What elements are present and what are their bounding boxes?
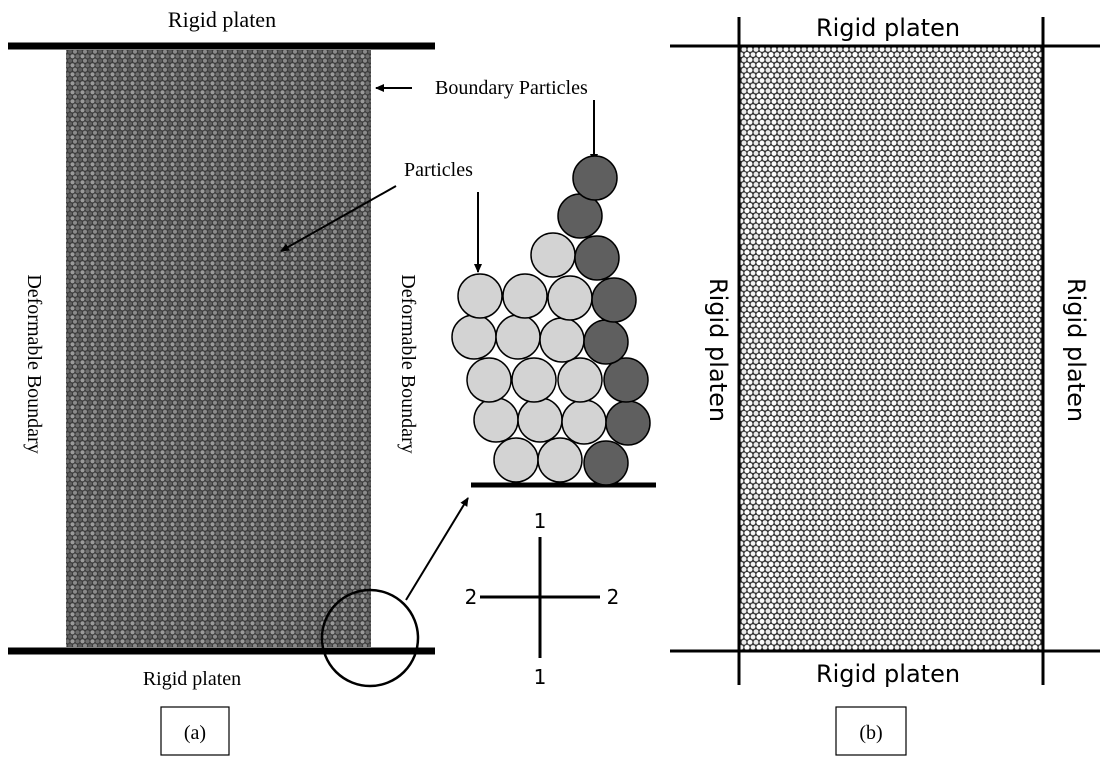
panel-a: Rigid platen Rigid platen Deformable Bou… bbox=[8, 7, 656, 756]
axis-label-right: 2 bbox=[607, 585, 620, 609]
caption-box-a bbox=[160, 706, 230, 756]
b-left-label: Rigid platen bbox=[704, 278, 732, 422]
interior-particle bbox=[561, 399, 607, 445]
interior-particle bbox=[473, 397, 519, 443]
axis-cross: 1 1 2 2 bbox=[465, 509, 620, 689]
interior-particle bbox=[530, 232, 576, 278]
left-boundary-label: Deformable Boundary bbox=[23, 274, 45, 453]
interior-particle bbox=[537, 437, 583, 483]
top-platen-label: Rigid platen bbox=[168, 7, 276, 32]
interior-particle bbox=[451, 314, 497, 360]
particle-circles bbox=[451, 155, 651, 486]
interior-particle bbox=[495, 314, 541, 360]
boundary-particle bbox=[583, 319, 629, 365]
interior-particle bbox=[517, 397, 563, 443]
axis-label-left: 2 bbox=[465, 585, 478, 609]
b-bottom-label: Rigid platen bbox=[816, 660, 960, 688]
interior-particle bbox=[502, 273, 548, 319]
b-top-label-bg bbox=[800, 12, 980, 40]
interior-particle bbox=[539, 317, 585, 363]
boundary-particle bbox=[583, 440, 629, 486]
caption-b: (b) bbox=[859, 722, 882, 744]
interior-particle bbox=[547, 275, 593, 321]
boundary-particle bbox=[591, 277, 637, 323]
right-boundary-label: Deformable Boundary bbox=[397, 274, 419, 453]
boundary-particle bbox=[605, 400, 651, 446]
panel-b: Rigid platen Rigid platen Rigid platen R… bbox=[670, 12, 1100, 756]
zoom-circle bbox=[320, 588, 420, 688]
boundary-particle bbox=[572, 155, 618, 201]
particles-label: Particles bbox=[404, 159, 473, 181]
boundary-particles-label: Boundary Particles bbox=[435, 77, 588, 99]
axis-label-bottom: 1 bbox=[534, 665, 547, 689]
dense-specimen bbox=[66, 50, 371, 647]
axis-label-top: 1 bbox=[534, 509, 547, 533]
light-specimen bbox=[739, 46, 1043, 650]
interior-particle bbox=[457, 273, 503, 319]
particles-arrow bbox=[280, 185, 397, 252]
boundary-particle bbox=[603, 357, 649, 403]
interior-particle bbox=[557, 357, 603, 403]
interior-particle bbox=[511, 357, 557, 403]
boundary-particle bbox=[574, 235, 620, 281]
bottom-platen-label: Rigid platen bbox=[143, 668, 241, 690]
caption-box-b bbox=[835, 706, 907, 756]
zoom-arrow bbox=[405, 497, 469, 601]
b-top-label: Rigid platen bbox=[816, 14, 960, 42]
b-right-label: Rigid platen bbox=[1062, 278, 1090, 422]
caption-a: (a) bbox=[184, 722, 206, 744]
zoom-detail bbox=[451, 100, 656, 488]
interior-particle bbox=[493, 437, 539, 483]
interior-particle bbox=[466, 357, 512, 403]
